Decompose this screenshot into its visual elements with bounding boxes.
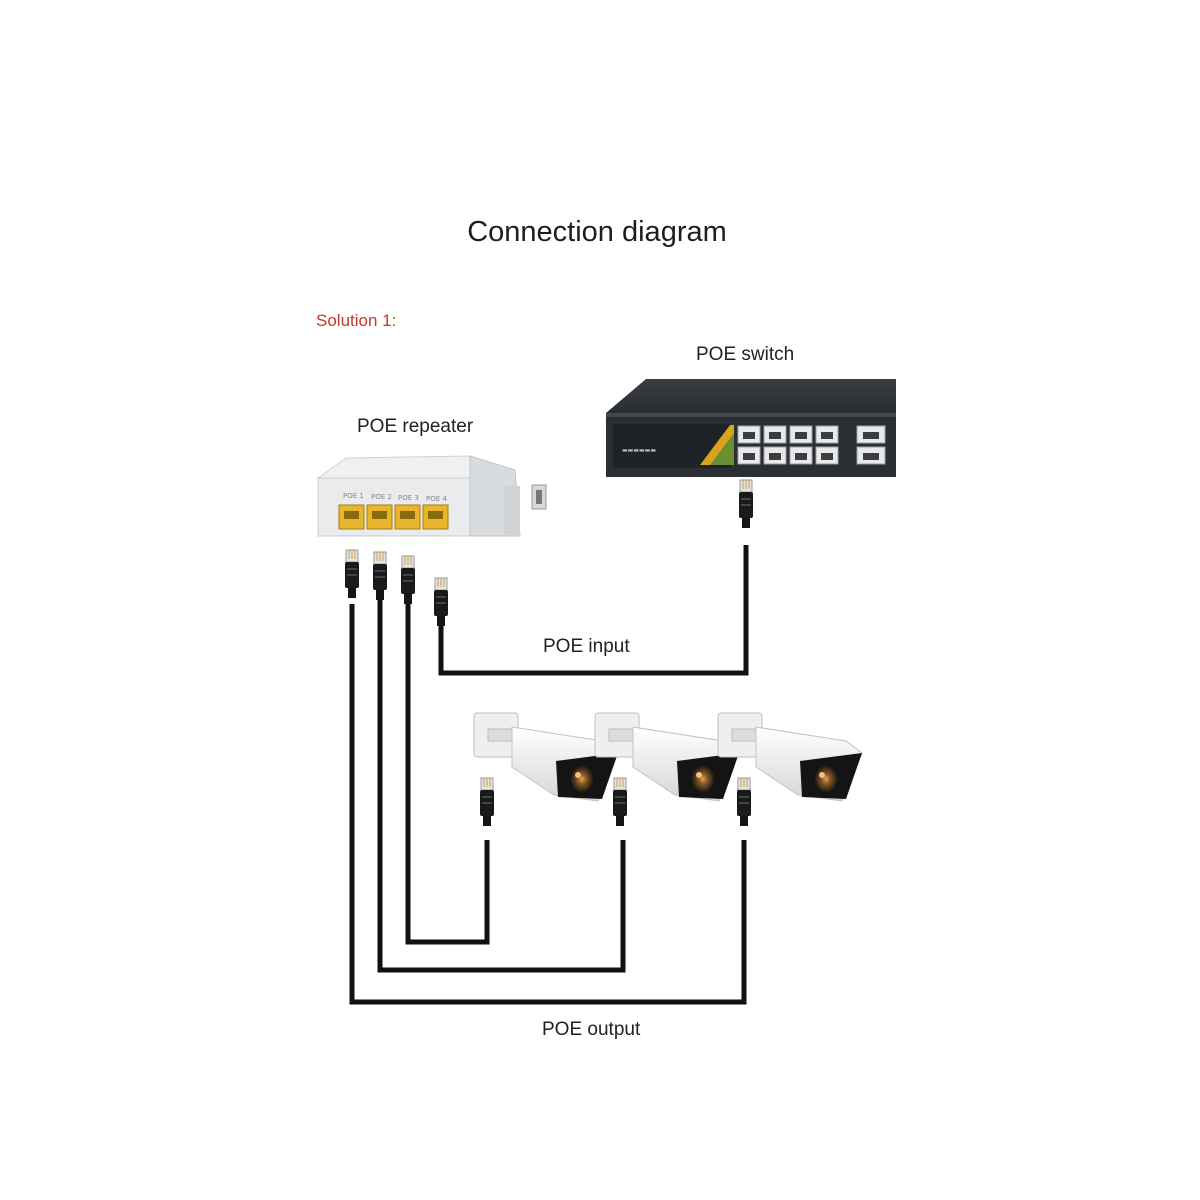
rj45-plug bbox=[479, 777, 495, 827]
poe-output-cable-3 bbox=[405, 600, 490, 945]
poe-output-cable-2 bbox=[377, 596, 626, 973]
ip-camera-1 bbox=[473, 712, 619, 802]
poe-input-label: POE input bbox=[543, 636, 630, 657]
rj45-plug bbox=[344, 549, 360, 599]
rj45-plug bbox=[736, 777, 752, 827]
poe-input-cable bbox=[438, 545, 749, 676]
poe-repeater-label: POE repeater bbox=[357, 416, 474, 437]
repeater-port-label: POE 3 bbox=[398, 494, 419, 502]
rj45-plug bbox=[612, 777, 628, 827]
repeater-port-label: POE 4 bbox=[426, 495, 447, 503]
poe-switch: ▬▬▬▬▬▬ bbox=[606, 379, 896, 477]
repeater-port-label: POE 2 bbox=[371, 493, 392, 501]
poe-output-cable-1 bbox=[349, 604, 747, 1005]
cables bbox=[349, 545, 749, 1005]
ip-camera-2 bbox=[594, 712, 740, 802]
rj45-plug bbox=[372, 551, 388, 601]
ip-camera-3 bbox=[717, 712, 863, 802]
diagram-title: Connection diagram bbox=[467, 216, 727, 248]
poe-repeater: POE 1 POE 2 POE 3 POE 4 bbox=[316, 455, 547, 537]
rj45-plug bbox=[433, 577, 449, 627]
switch-brand-print: ▬▬▬▬▬▬ bbox=[622, 447, 656, 454]
repeater-ports bbox=[338, 504, 449, 530]
rj45-plug bbox=[738, 479, 754, 529]
poe-output-label: POE output bbox=[542, 1019, 641, 1040]
repeater-port-labels: POE 1 POE 2 POE 3 POE 4 bbox=[343, 492, 447, 503]
rj45-plug bbox=[400, 555, 416, 605]
solution-label: Solution 1: bbox=[316, 311, 397, 330]
poe-switch-label: POE switch bbox=[696, 344, 795, 365]
repeater-port-label: POE 1 bbox=[343, 492, 364, 500]
